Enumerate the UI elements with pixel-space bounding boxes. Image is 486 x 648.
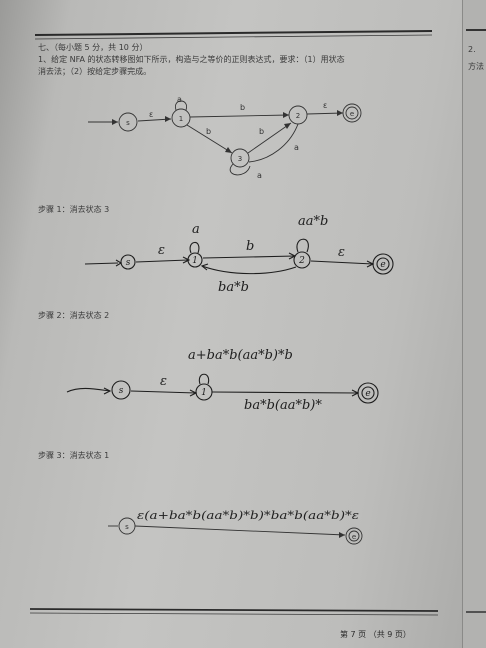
step1-state-e [372,253,394,275]
nfa-edge-1-2 [189,114,290,118]
step2-label-eps-s1: ε [160,374,167,389]
step1-state-label: s [126,258,131,268]
step2-title: 步骤 2：消去状态 2 [38,311,110,320]
nfa-label-eps-2e: ε [323,101,327,110]
step1-state-label: e [380,260,385,270]
step1-state-label: 1 [192,256,198,266]
step2-start-arrow [66,387,111,393]
nfa-label-eps-s1: ε [149,110,153,119]
nfa-label-b13: b [206,127,211,136]
step1-state-1 [187,252,203,268]
question-line-2: 消去法；（2）按给定步骤完成。 [38,67,152,76]
next-page-number: 2. [468,45,476,54]
step2-edge-1-e [211,391,359,394]
step3-state-label: s [125,523,129,531]
step2-edge-s-1 [130,390,197,394]
nfa-label-b32: b [259,127,264,136]
step3-title: 步骤 3：消去状态 1 [38,451,110,460]
nfa-state-label: 2 [296,112,300,120]
step2-label-loop1: a+ba*b(aa*b)*b [188,348,293,363]
step1-edge-2-1 [201,265,297,275]
step2-state-e [357,382,379,404]
step3-state-e [345,527,363,545]
step1-state-label: 2 [298,256,305,266]
nfa-state-label: 1 [179,115,183,123]
step2-label-edge: ba*b(aa*b)* [244,398,322,413]
step1-label-eps-s1: ε [158,243,165,258]
adjacent-page [462,0,486,648]
step2-loop-1 [198,373,210,385]
step3-state-label: e [352,533,356,541]
step1-edge-2-e [310,260,374,265]
step1-edge-s-1 [135,259,189,263]
nfa-edge-1-3 [186,124,233,154]
step2-state-e-inner [361,386,375,400]
nfa-state-s [118,112,138,132]
page-number: 第 7 页 （共 9 页） [340,630,411,639]
step1-label-loop2: aa*b [298,214,328,229]
step1-label-loop1: a [192,222,200,237]
nfa-label-b12: b [240,103,245,112]
step1-loop-2 [296,238,309,253]
step2-state-label: s [119,386,124,396]
step3-state-e-inner [348,530,360,542]
section-heading: 七、（每小题 5 分，共 10 分） [38,43,148,52]
nfa-state-1 [171,108,191,128]
nfa-loop-3 [229,163,251,176]
next-page-text: 方法 [468,62,484,71]
nfa-label-loop3: a [257,171,262,180]
step1-label-back: ba*b [218,280,249,295]
nfa-state-label: 3 [238,155,242,163]
step1-title: 步骤 1：消去状态 3 [38,205,110,214]
nfa-edge-3-2 [247,122,292,154]
step1-state-e-inner [376,257,390,271]
step3-edge-s-e [134,525,346,536]
step2-state-label: e [365,389,370,399]
nfa-state-label: s [126,119,130,127]
question-line-1: 1、给定 NFA 的状态转移图如下所示，构造与之等价的正则表达式，要求：（1）用… [38,55,345,64]
step1-loop-1 [189,241,200,254]
nfa-loop-1 [174,100,188,111]
step1-start-arrow [84,262,119,265]
nfa-state-label: e [350,110,354,118]
step1-label-eps-2e: ε [338,245,345,260]
step1-state-2 [293,251,311,269]
step1-edge-1-2 [202,255,296,259]
step1-label-b12: b [246,239,254,254]
nfa-label-a23: a [294,143,299,152]
step2-state-label: 1 [201,388,207,398]
nfa-label-loop1: a [177,95,182,104]
nfa-edge-2-3 [248,123,299,163]
step2-state-s [111,380,131,400]
step3-label-edge: ε(a+ba*b(aa*b)*b)*ba*b(aa*b)*ε [137,509,359,522]
nfa-state-e-inner [345,106,359,120]
nfa-state-3 [230,148,250,168]
step1-state-s [120,254,136,270]
